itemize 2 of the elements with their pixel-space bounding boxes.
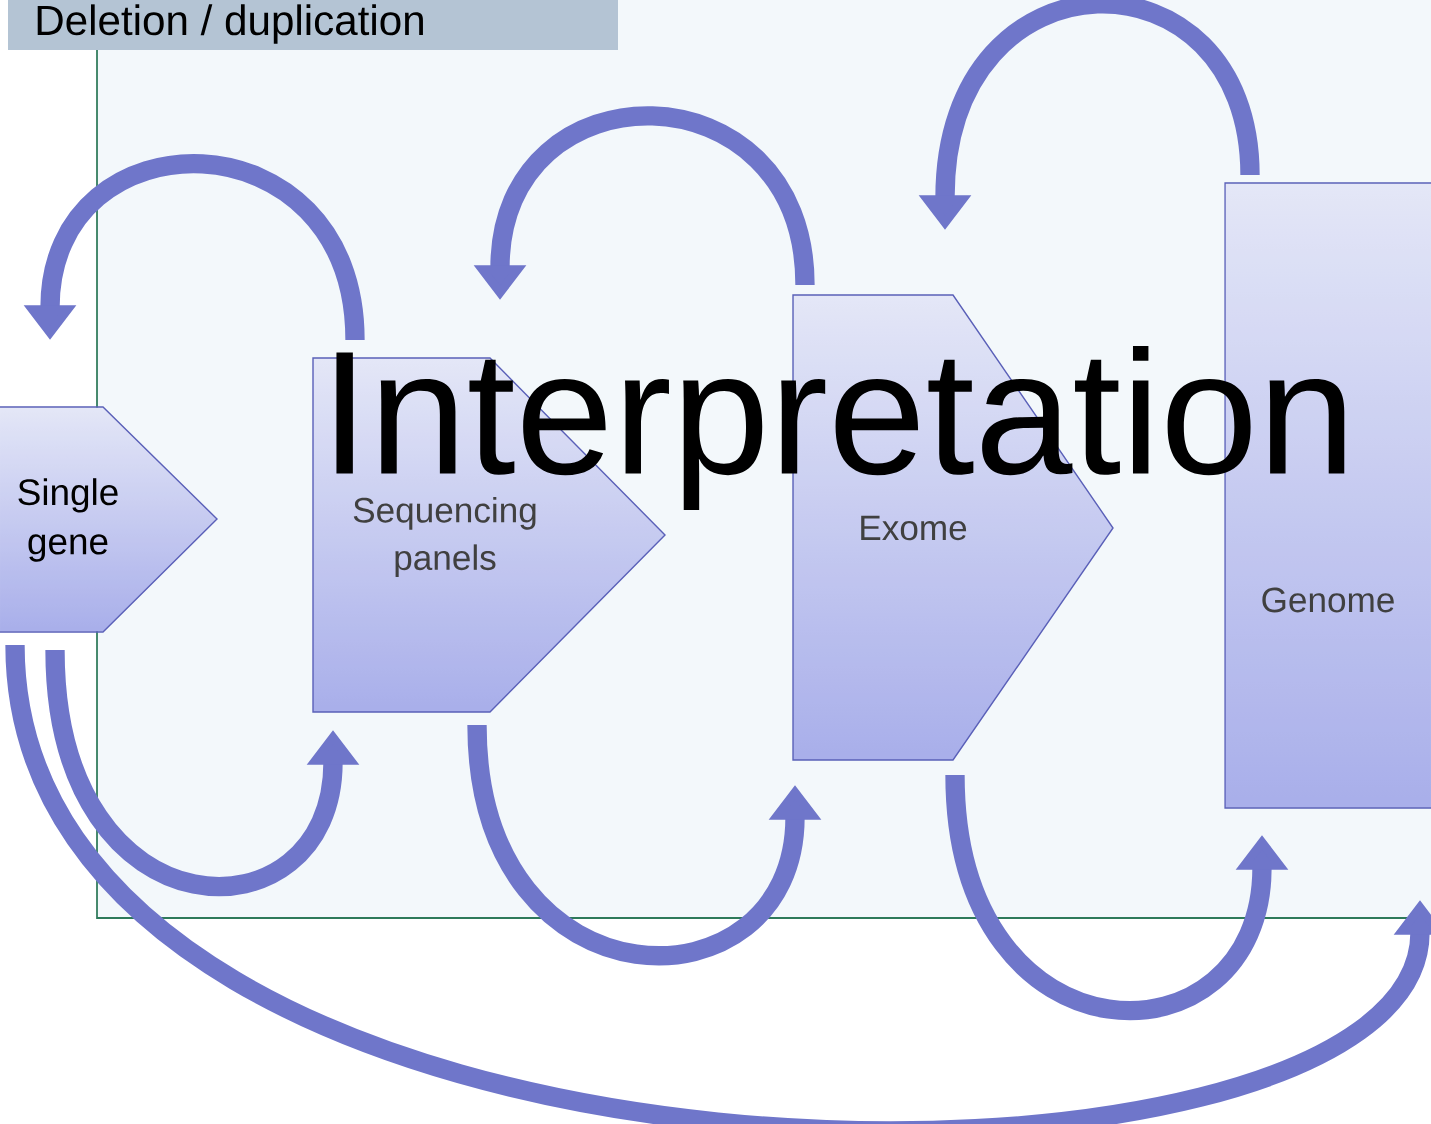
heading-band: Deletion / duplication bbox=[8, 0, 618, 50]
curved-arrow bbox=[5, 643, 1431, 1124]
